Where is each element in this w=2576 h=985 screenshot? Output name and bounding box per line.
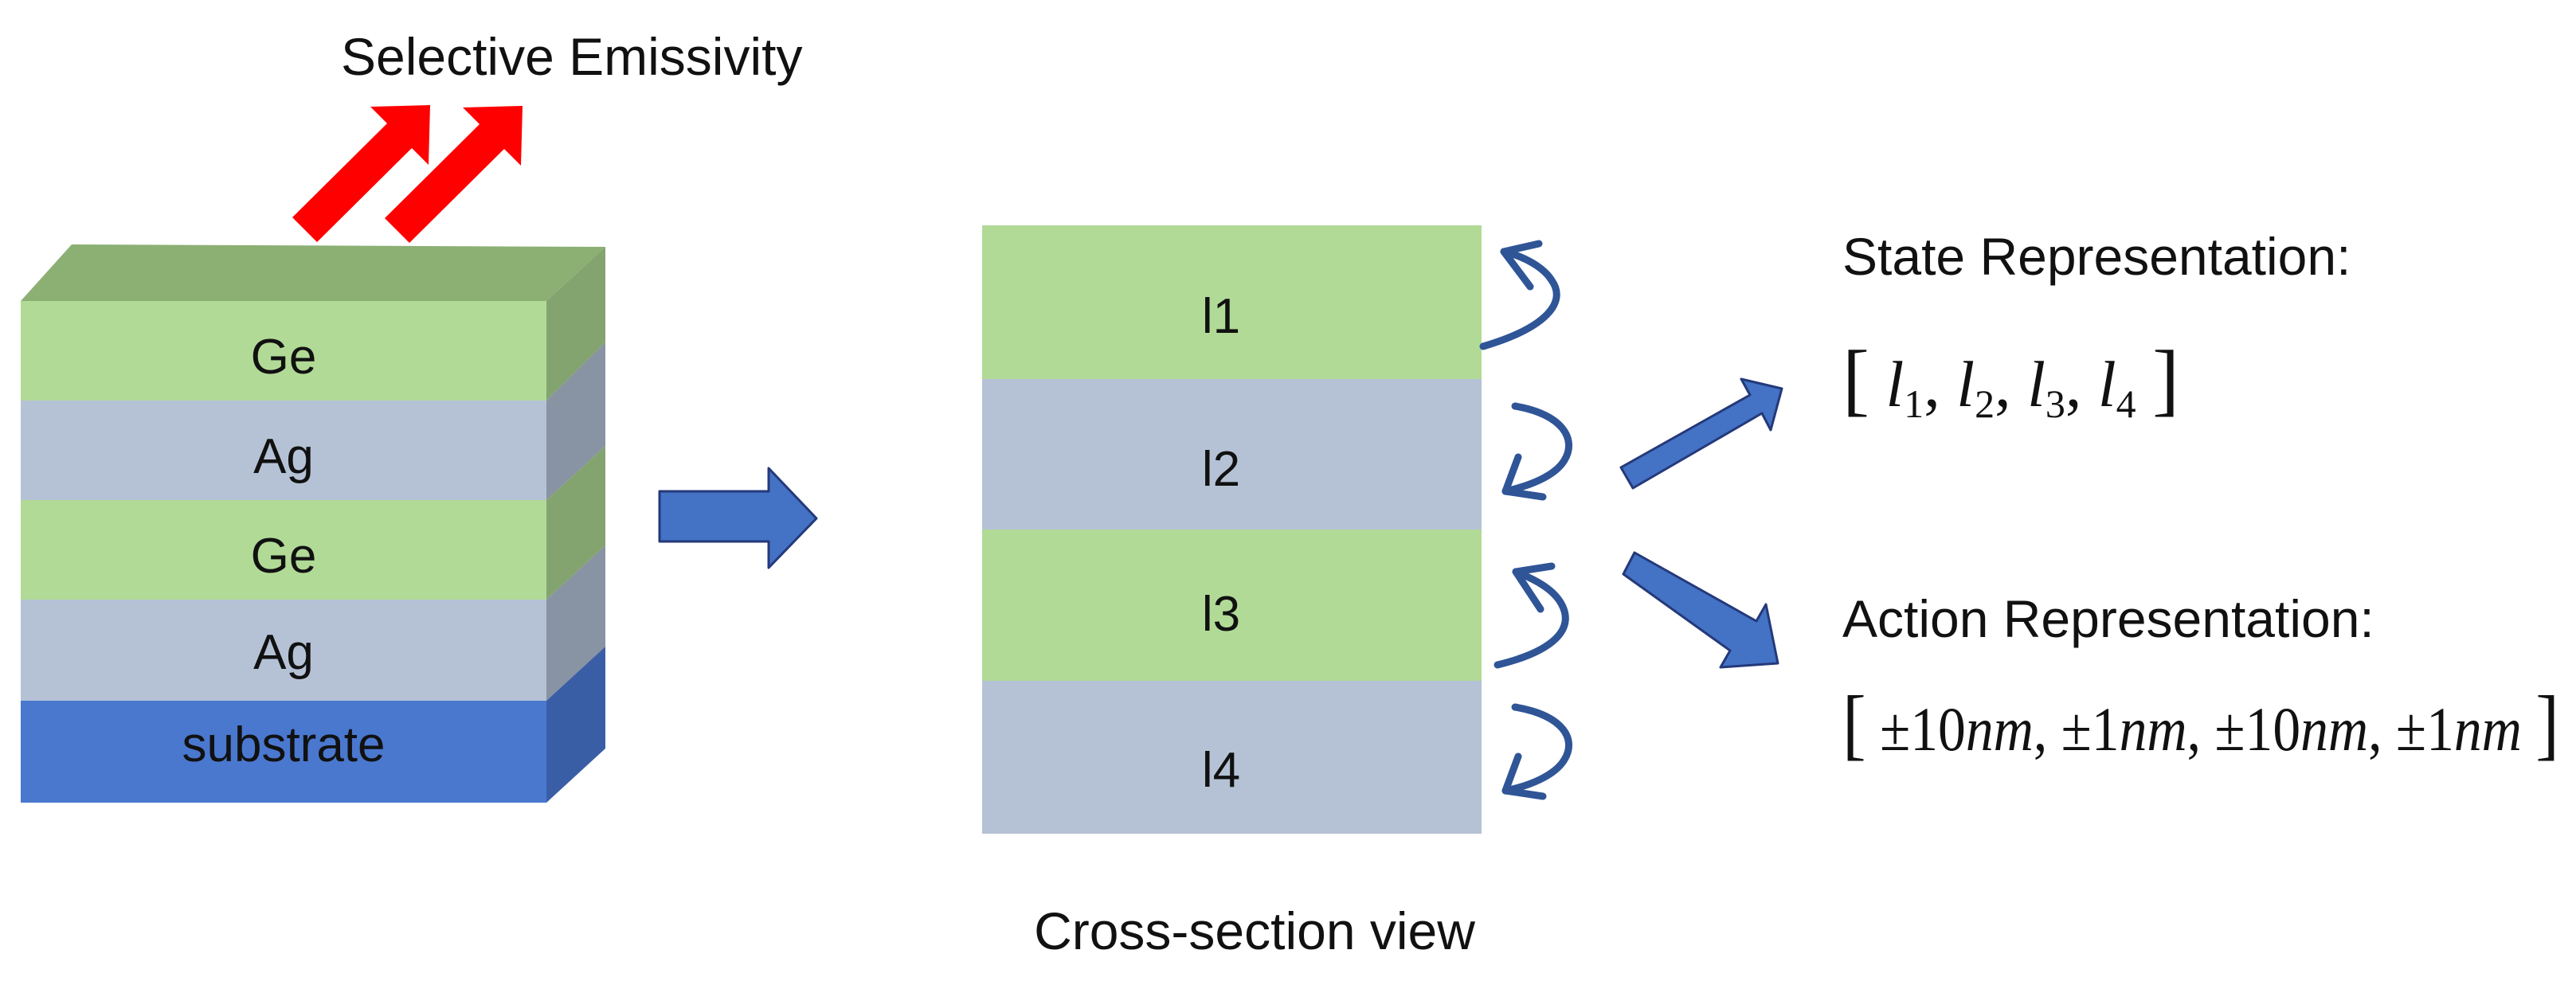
stack-layer-ag-1 [21,401,546,500]
action-arrow-icon [1622,551,1779,669]
action-item-1-unit: nm [1966,694,2034,764]
state-item-4-sub: 4 [2116,381,2136,426]
curl-arrow-icon [1501,703,1572,795]
action-item-3-value: ±10 [2214,694,2300,764]
action-item-1-value: ±10 [1880,694,1966,764]
action-comma: , [2187,694,2201,764]
stack-side-ag-1 [546,342,605,500]
action-item-2-value: ±1 [2061,694,2120,764]
state-open-bracket: [ [1842,334,1869,424]
cross-section-view: l1 l2 l3 l4 [982,225,1482,834]
stack-label-ag-2: Ag [253,625,314,680]
emission-label: Selective Emissivity [341,27,802,86]
cross-section-layer-3 [982,530,1482,681]
state-item-3-sub: 3 [2046,381,2065,426]
stack-side-ge-2 [546,446,605,600]
state-item-4: l [2098,348,2116,420]
stack-side-ge-1 [546,247,605,401]
stack-label-ge-1: Ge [251,330,317,385]
action-close-bracket: ] [2535,679,2559,768]
cross-section-label-3: l3 [1202,587,1240,642]
cross-section-label-1: l1 [1202,289,1240,344]
stack-label-ge-2: Ge [251,529,317,584]
cross-section-label-2: l2 [1202,442,1240,497]
emission-arrow-icon [292,105,430,242]
stack-side-ag-2 [546,545,605,701]
stack-layer-ge-1 [21,301,546,401]
state-item-3: l [2027,348,2046,420]
state-item-2: l [1956,348,1975,420]
transform-arrow-icon [658,467,818,569]
action-item-4-unit: nm [2454,694,2522,764]
layer-stack-3d: Ge Ag Ge Ag substrate [21,244,605,803]
state-comma: , [1995,348,2011,420]
stack-top-face [21,244,605,301]
action-item-2-unit: nm [2120,694,2187,764]
action-title: Action Representation: [1842,589,2374,648]
cross-section-layer-2 [982,379,1482,530]
curl-arrow-head-icon [1501,453,1547,501]
cross-section-layer-1 [982,225,1482,379]
adjustment-arrows [1479,240,1572,800]
state-close-bracket: ] [2152,334,2179,424]
state-comma: , [1924,348,1940,420]
cross-section-label-4: l4 [1202,743,1240,798]
state-item-2-sub: 2 [1975,381,1995,426]
state-item-1-sub: 1 [1904,381,1924,426]
stack-side-substrate [546,647,605,803]
action-item-4-value: ±1 [2396,694,2454,764]
action-item-3-unit: nm [2300,694,2368,764]
curl-arrow-icon [1501,402,1572,495]
cross-section-caption: Cross-section view [1034,901,1475,960]
stack-layer-ag-2 [21,600,546,701]
stack-label-substrate: substrate [182,717,385,772]
state-comma: , [2065,348,2082,420]
curl-arrow-icon [1479,248,1560,350]
stack-layer-substrate [21,701,546,803]
action-vector: [ ±10nm, ±1nm, ±10nm, ±1nm ] [1842,679,2559,768]
state-item-1: l [1885,348,1904,420]
cross-section-layer-4 [982,681,1482,834]
action-comma: , [2368,694,2382,764]
emission-arrow-icon [385,106,523,243]
action-open-bracket: [ [1842,679,1866,768]
action-comma: , [2034,694,2047,764]
emission-arrows [292,105,523,243]
stack-layer-ge-2 [21,500,546,600]
curl-arrow-icon [1494,568,1569,669]
curl-arrow-head-icon [1500,240,1543,291]
curl-arrow-head-icon [1501,752,1547,800]
state-title: State Representation: [1842,227,2351,286]
state-vector: [ l1, l2, l3, l4 ] [1842,334,2179,432]
curl-arrow-head-icon [1512,562,1556,613]
state-arrow-icon [1619,377,1783,490]
stack-label-ag-1: Ag [253,429,314,484]
